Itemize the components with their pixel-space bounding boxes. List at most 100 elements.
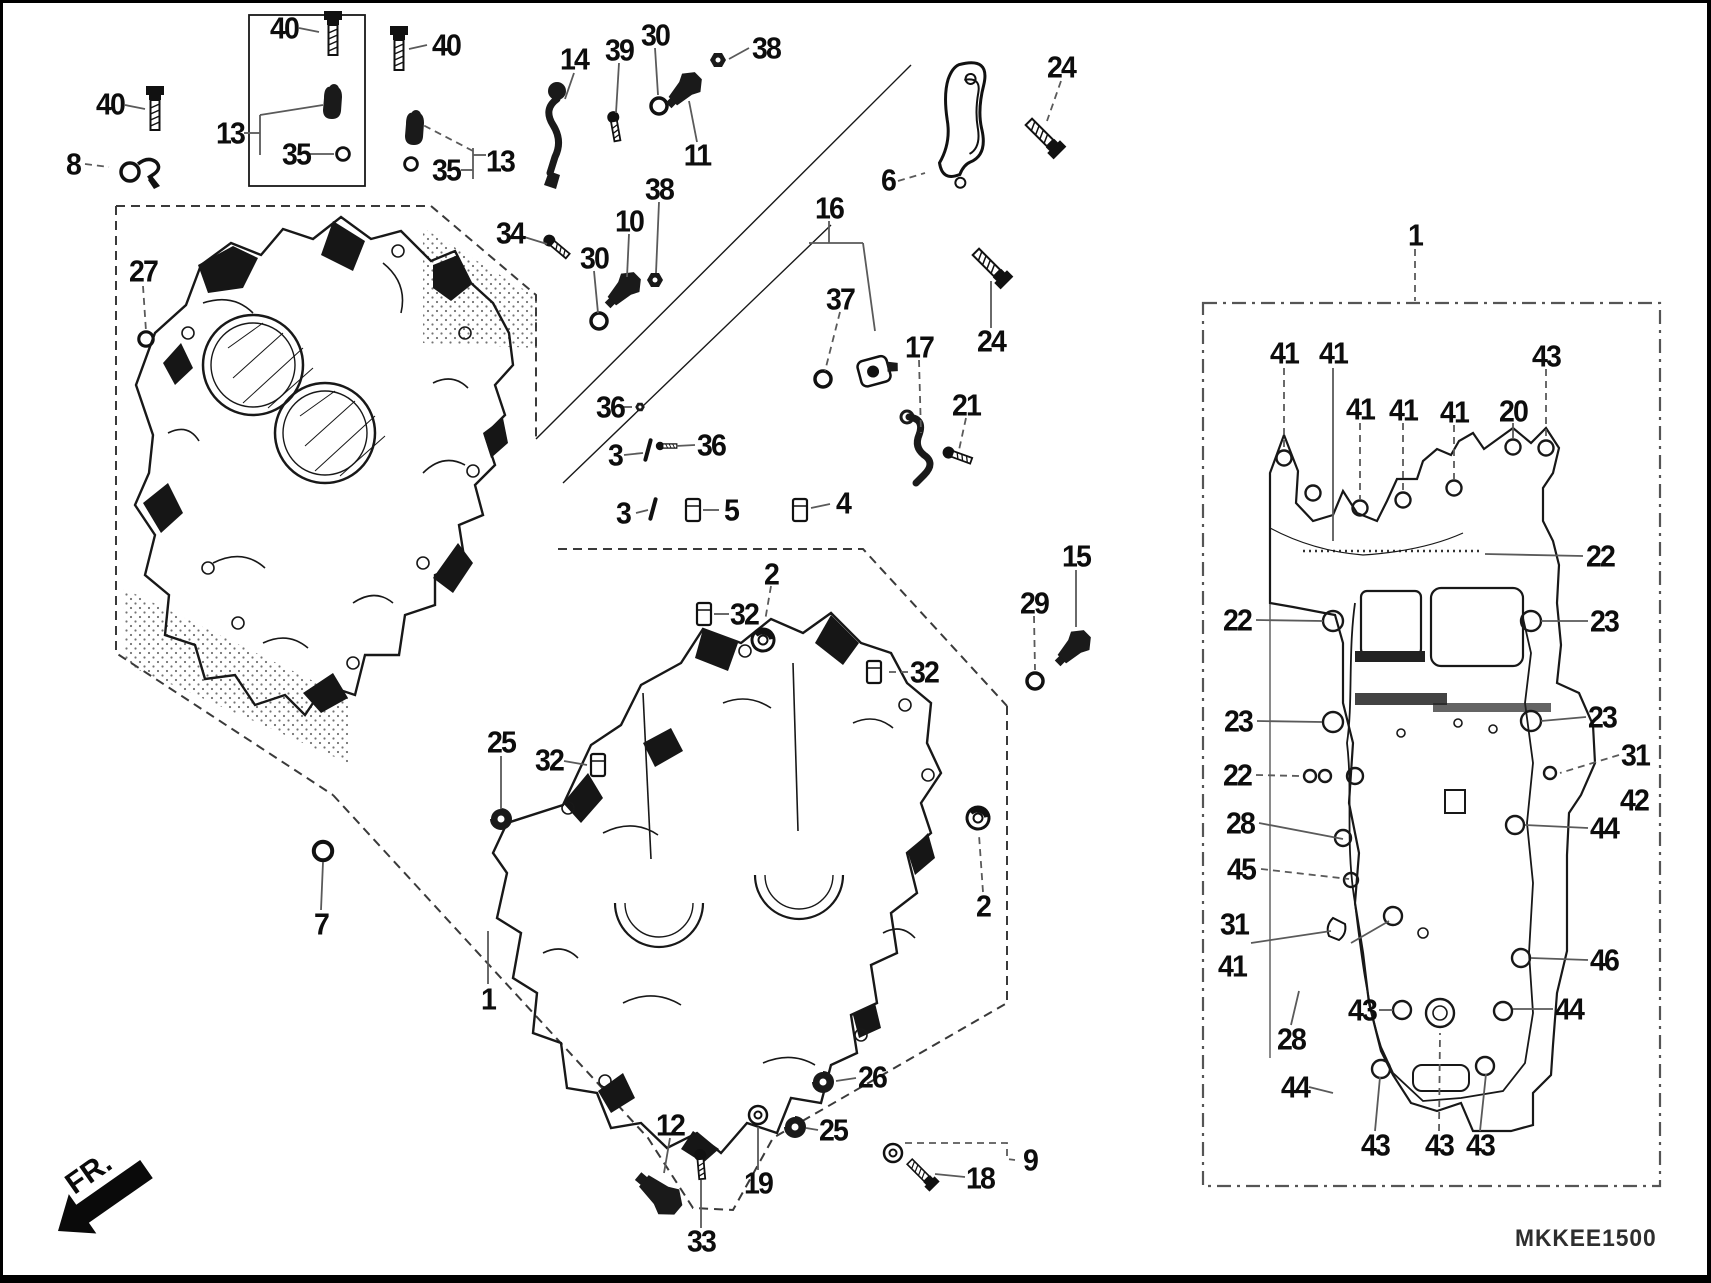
leader-line: [635, 509, 649, 514]
oring-icon: [649, 96, 669, 116]
leader-line: [862, 242, 876, 332]
part-callout-25: 25: [486, 724, 517, 760]
part-callout-11: 11: [683, 137, 712, 173]
bolt-icon: [389, 25, 409, 71]
part-callout-10: 10: [614, 203, 645, 239]
part-callout-43: 43: [1465, 1127, 1496, 1163]
elbow-icon: [405, 110, 424, 145]
part-callout-44: 44: [1589, 810, 1620, 846]
leader-line: [563, 760, 588, 766]
leader-line: [615, 62, 620, 114]
part-callout-14: 14: [559, 41, 590, 77]
part-callout-8: 8: [65, 146, 82, 182]
sensor-icon: [1048, 624, 1097, 673]
part-callout-24: 24: [1046, 49, 1077, 85]
leader-line: [1559, 754, 1620, 774]
stay-icon: [901, 411, 930, 483]
leader-line: [1479, 1073, 1487, 1132]
part-callout-45: 45: [1226, 851, 1257, 887]
part-callout-23: 23: [1223, 703, 1254, 739]
part-callout-9: 9: [1022, 1142, 1039, 1178]
grommet-icon: [489, 807, 513, 831]
part-callout-13: 13: [485, 143, 516, 179]
sub-group-box: [248, 14, 366, 187]
part-callout-7: 7: [313, 906, 330, 942]
nut-icon: [635, 402, 645, 412]
part-callout-39: 39: [604, 32, 635, 68]
leader-line: [1255, 774, 1301, 777]
part-callout-43: 43: [1531, 338, 1562, 374]
pin-icon: [647, 496, 659, 522]
part-callout-24: 24: [976, 323, 1007, 359]
part-callout-32: 32: [909, 654, 940, 690]
part-callout-27: 27: [128, 253, 159, 289]
part-callout-41: 41: [1388, 392, 1419, 428]
part-callout-28: 28: [1225, 805, 1256, 841]
part-callout-41: 41: [1439, 394, 1470, 430]
part-callout-29: 29: [1019, 585, 1050, 621]
clamp-icon: [119, 157, 162, 191]
leader-line: [675, 444, 696, 447]
leader-line: [1350, 920, 1390, 944]
grommet-icon: [811, 1070, 835, 1094]
leader-line: [564, 72, 575, 100]
leader-line: [1524, 824, 1589, 829]
part-callout-19: 19: [743, 1165, 774, 1201]
leader-line: [1250, 930, 1332, 944]
leader-line: [897, 172, 926, 182]
part-callout-2: 2: [763, 556, 780, 592]
part-callout-1: 1: [480, 981, 497, 1017]
dowel-icon: [865, 659, 883, 685]
part-callout-30: 30: [640, 17, 671, 53]
leader-line: [1033, 615, 1036, 671]
part-callout-28: 28: [1276, 1021, 1307, 1057]
leader-line: [142, 285, 147, 332]
part-callout-33: 33: [686, 1223, 717, 1259]
elbow-icon: [323, 84, 342, 119]
leader-line: [593, 270, 599, 314]
part-callout-41: 41: [1217, 948, 1248, 984]
leader-line: [654, 47, 659, 96]
nut-icon: [647, 273, 663, 287]
oring-icon: [589, 311, 609, 331]
part-callout-37: 37: [825, 281, 856, 317]
part-callout-40: 40: [431, 27, 462, 63]
part-callout-44: 44: [1280, 1069, 1311, 1105]
part-callout-20: 20: [1498, 393, 1529, 429]
leader-line: [623, 452, 644, 456]
part-callout-40: 40: [269, 10, 300, 46]
part-callout-21: 21: [951, 387, 982, 423]
nut-icon: [710, 53, 726, 67]
part-callout-40: 40: [95, 86, 126, 122]
sensor-icon: [627, 1163, 689, 1223]
part-callout-36: 36: [696, 427, 727, 463]
leader-line: [824, 311, 841, 372]
part-callout-38: 38: [751, 30, 782, 66]
leader-line: [663, 1137, 671, 1174]
bolt-icon: [145, 85, 165, 131]
leader-line: [764, 585, 772, 622]
leader-line: [626, 233, 630, 278]
screw-icon: [605, 109, 625, 143]
part-callout-41: 41: [1269, 335, 1300, 371]
dowel-icon: [684, 497, 702, 523]
leader-line: [1438, 1032, 1441, 1132]
oring-icon: [403, 156, 419, 172]
bolt-icon: [323, 10, 343, 56]
grommet-icon: [783, 1115, 807, 1139]
part-callout-30: 30: [579, 240, 610, 276]
part-callout-22: 22: [1222, 602, 1253, 638]
bracket-icon: [928, 57, 999, 192]
part-callout-18: 18: [965, 1160, 996, 1196]
leader-line: [124, 104, 146, 110]
part-callout-5: 5: [723, 492, 740, 528]
part-callout-34: 34: [495, 215, 526, 251]
leader-line: [728, 47, 750, 60]
dowel-icon: [791, 497, 809, 523]
leader-line: [1374, 1076, 1381, 1132]
oring-icon: [335, 146, 351, 162]
part-callout-3: 3: [615, 495, 632, 531]
part-callout-44: 44: [1554, 991, 1585, 1027]
part-callout-35: 35: [431, 152, 462, 188]
